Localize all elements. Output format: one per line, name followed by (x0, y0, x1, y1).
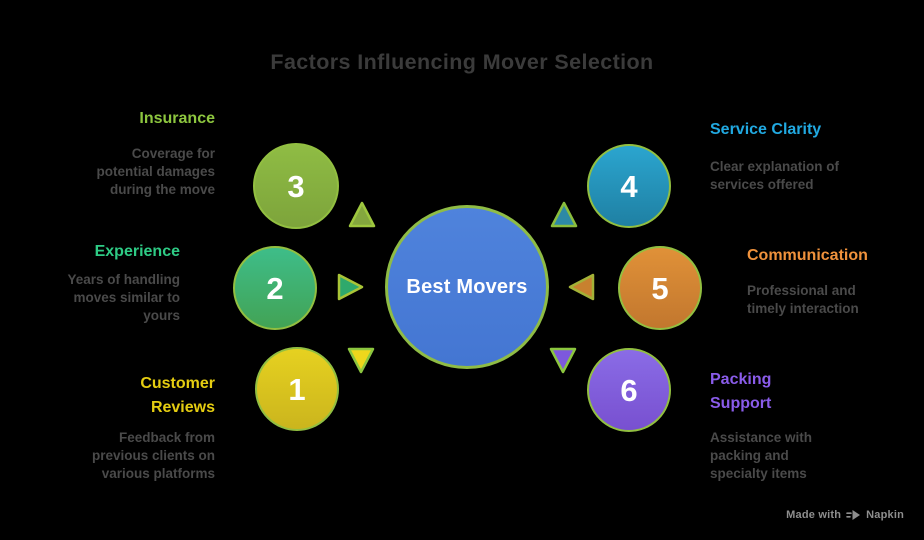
factor-description: Clear explanation of services offered (710, 159, 840, 192)
factor-description: Years of handling moves similar to yours (67, 272, 180, 323)
factor-number: 6 (620, 372, 638, 408)
center-node-best-movers: Best Movers (385, 205, 549, 369)
center-node-label: Best Movers (406, 275, 528, 298)
factor-number: 4 (620, 168, 638, 204)
factor-description: Coverage for potential damages during th… (96, 146, 215, 197)
factor-label-packing-support: Packing Support (710, 371, 772, 412)
factor-number: 5 (651, 270, 669, 306)
factor-number: 3 (287, 168, 305, 204)
arrow-left-icon (567, 272, 597, 302)
factor-label-customer-reviews: Customer Reviews (140, 375, 215, 416)
factor-node-1: 1 (255, 347, 339, 431)
watermark: Made with Napkin (786, 509, 904, 521)
factor-description: Assistance with packing and specialty it… (710, 430, 813, 481)
factor-label-insurance: Insurance (139, 110, 215, 127)
factor-node-4: 4 (587, 144, 671, 228)
napkin-logo-icon (846, 509, 861, 521)
factor-description: Feedback from previous clients on variou… (91, 430, 215, 481)
factor-node-5: 5 (618, 246, 702, 330)
watermark-brand: Napkin (866, 509, 904, 521)
factor-node-6: 6 (587, 348, 671, 432)
arrow-up-left-icon (347, 200, 377, 230)
factor-number: 1 (288, 371, 306, 407)
factor-label-service-clarity: Service Clarity (710, 121, 822, 138)
factor-label-communication: Communication (747, 247, 868, 264)
factor-label-experience: Experience (94, 243, 180, 260)
watermark-prefix: Made with (786, 509, 842, 521)
arrow-up-right-icon (549, 200, 579, 230)
diagram-title: Factors Influencing Mover Selection (270, 50, 654, 74)
factor-number: 2 (266, 270, 284, 306)
factor-description: Professional and timely interaction (747, 283, 859, 316)
arrow-right-icon (335, 272, 365, 302)
arrow-down-left-icon (346, 345, 376, 375)
arrow-down-right-icon (548, 345, 578, 375)
factor-node-3: 3 (253, 143, 339, 229)
factor-node-2: 2 (233, 246, 317, 330)
